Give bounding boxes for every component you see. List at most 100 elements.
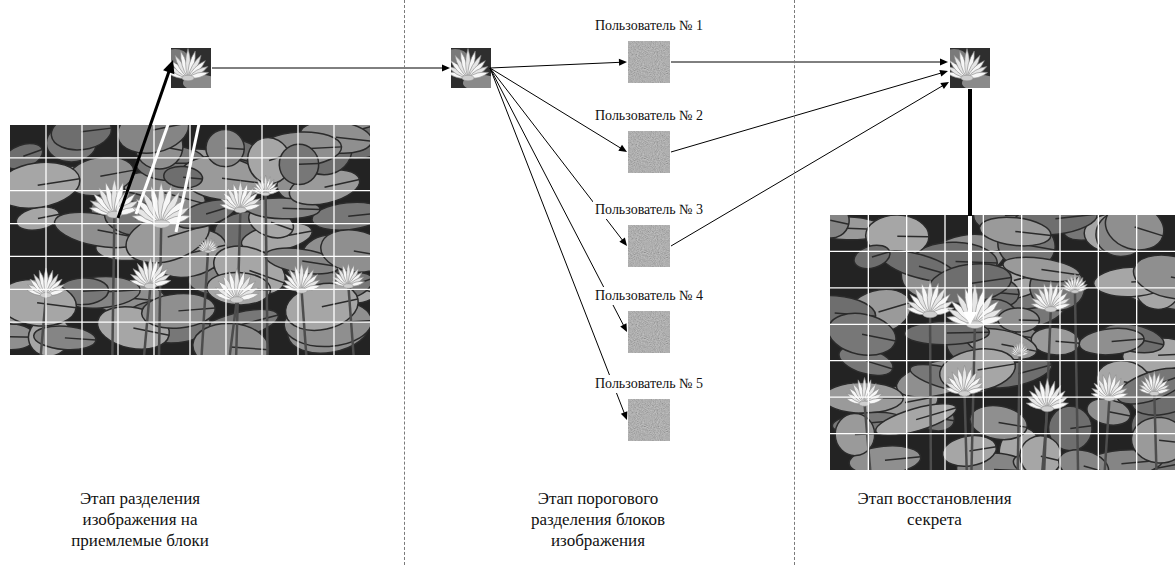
lily-base (959, 391, 971, 396)
image-group (792, 191, 1175, 496)
lily-pad-leaf (1016, 432, 1066, 470)
share-square (628, 41, 670, 83)
grid-line (830, 324, 1175, 325)
lily-stem (144, 286, 150, 355)
share-noise (628, 131, 670, 173)
lily-base (344, 284, 354, 288)
lily-pad-notch (866, 361, 893, 369)
lily-pad-notch (970, 278, 1011, 284)
lily-pad-notch (956, 262, 998, 264)
lily-pad (1016, 432, 1066, 470)
grid-line (944, 215, 945, 470)
lily-flower (846, 378, 884, 407)
lily-pad (830, 308, 900, 361)
share-square (628, 311, 670, 353)
lily-pad-notch (1112, 339, 1144, 342)
collect-arrow-line (671, 73, 941, 152)
lily-pad (873, 397, 960, 442)
restore-arrow-white (963, 216, 977, 325)
restore-arrow-white-line (968, 216, 972, 313)
collect-arrow (671, 82, 949, 246)
share-ground (628, 311, 670, 353)
share-ground (628, 225, 670, 267)
lily-pad-notch (133, 328, 169, 335)
user-share: Пользователь № 3 (584, 200, 714, 267)
split-arrow-head (621, 411, 628, 420)
pick-arrow-white-head (198, 91, 210, 104)
lily-stem (965, 394, 967, 471)
share-square (628, 399, 670, 441)
stage-band: Этап порогового разделения блоков изобра… (405, 0, 795, 565)
lily-pad-notch (999, 423, 1027, 428)
lily-pad-notch (238, 315, 279, 326)
lily-pad-leaf (163, 165, 204, 190)
lily-stem (1042, 409, 1047, 470)
split-arrow-head (620, 323, 627, 332)
lily-flower (1010, 341, 1030, 356)
lily-stem (929, 314, 932, 470)
lily-stem (865, 404, 871, 470)
lily-pad (998, 308, 1040, 333)
lily-pad-notch (65, 338, 96, 340)
share-noise (628, 399, 670, 441)
lily-stem (1154, 394, 1156, 471)
lily-base (234, 207, 246, 213)
grid-line (830, 251, 1175, 252)
collect-arrow-line (671, 86, 943, 246)
lily-pad (163, 165, 204, 190)
grid-line (868, 215, 869, 470)
lily-flower (129, 257, 171, 289)
lily-pad-leaf (205, 128, 245, 167)
lily-stem (202, 252, 208, 356)
lily-pad-notch (322, 299, 358, 307)
lily-pad-leaf (278, 143, 319, 185)
collect-arrow-head (940, 59, 948, 66)
pick-arrow-white (136, 91, 182, 214)
collect-arrow (671, 70, 948, 152)
lily-stem (112, 215, 114, 355)
split-arrow-head (619, 59, 627, 66)
grid-line (1098, 215, 1099, 470)
collect-arrow-head (940, 82, 949, 89)
share-ground (628, 399, 670, 441)
share-noise (628, 41, 670, 83)
grid-line (10, 289, 370, 290)
share-square (628, 225, 670, 267)
grid-line (906, 215, 907, 470)
lily-pad-leaf (998, 308, 1040, 333)
lily-pad-leaf (936, 343, 1018, 396)
grid-line (10, 321, 370, 322)
lily-pad (1078, 326, 1145, 358)
stage-band: Этап разделения изображения на приемлемы… (0, 0, 405, 565)
pick-arrow-head (163, 60, 174, 74)
lily-pad (207, 237, 292, 304)
lily-flower (197, 237, 218, 253)
lily-pad-leaf (113, 125, 193, 159)
lily-pad (1129, 415, 1175, 466)
lily-flower (332, 263, 365, 288)
user-share: Пользователь № 2 (584, 106, 714, 173)
lily-pad-leaf (873, 397, 960, 442)
lily-stem (1018, 355, 1020, 470)
split-arrow-head (619, 238, 627, 246)
split-arrow (490, 68, 627, 246)
flow-arrow (212, 65, 450, 72)
lily-pad-notch (336, 137, 370, 141)
grid-line (81, 125, 82, 355)
lily-pad-notch (153, 125, 188, 130)
split-arrow-line (490, 62, 620, 68)
lily-pad-leaf (1030, 325, 1081, 356)
pick-arrow-white-line (136, 101, 176, 214)
lily-stem (1075, 292, 1078, 471)
lily-base (923, 311, 937, 318)
lily-pad-notch (100, 170, 134, 176)
lily-pad-leaf (1078, 326, 1145, 358)
lily-flower (1138, 371, 1170, 395)
share-ground (628, 131, 670, 173)
flow-arrow-line (212, 68, 443, 69)
lily-pad-notch (885, 457, 921, 460)
lily-pad-notch (354, 251, 370, 256)
lily-pad-notch (81, 128, 111, 132)
pick-arrow-white-head (170, 91, 181, 104)
lily-stem (230, 300, 237, 355)
